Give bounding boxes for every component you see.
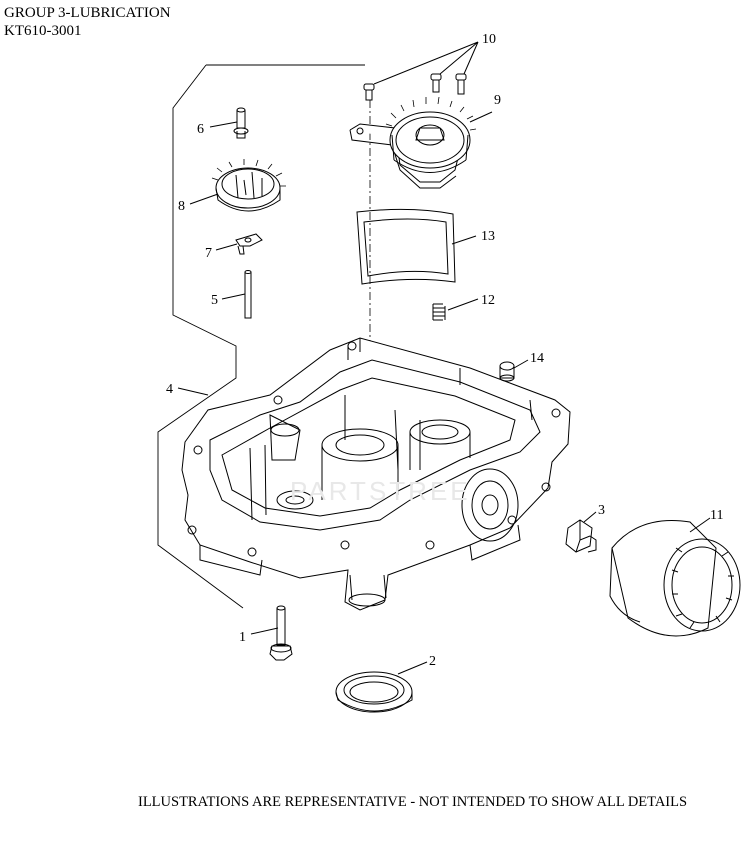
callout-3: 3 [598, 503, 605, 518]
pump-shaft[interactable] [244, 270, 252, 319]
oil-pickup-screen[interactable] [356, 208, 456, 285]
drive-gear[interactable] [211, 159, 286, 212]
callout-10: 10 [482, 32, 496, 47]
callout-11: 11 [710, 508, 723, 523]
crankshaft-seal[interactable] [335, 671, 413, 713]
watermark-text: PARTSTREE [290, 476, 471, 506]
assembly-bracket-line [157, 64, 365, 609]
oil-pan-housing[interactable] [181, 337, 571, 611]
callout-4: 4 [166, 382, 173, 397]
drain-bolt[interactable] [269, 605, 293, 661]
callout-12: 12 [481, 293, 495, 308]
callout-leader-lines [177, 41, 711, 675]
oil-pump-assembly[interactable] [349, 96, 477, 189]
callout-7: 7 [205, 246, 212, 261]
callout-14: 14 [530, 351, 544, 366]
relief-spring[interactable] [432, 303, 446, 321]
callout-2: 2 [429, 654, 436, 669]
diagram-model-code: KT610-3001 [4, 23, 82, 39]
oil-plug[interactable] [499, 361, 515, 382]
oil-filter[interactable] [609, 519, 741, 637]
diagram-group-title: GROUP 3-LUBRICATION [4, 5, 171, 21]
illustration-disclaimer: ILLUSTRATIONS ARE REPRESENTATIVE - NOT I… [138, 794, 688, 810]
callout-1: 1 [239, 630, 246, 645]
callout-9: 9 [494, 93, 501, 108]
callout-6: 6 [197, 122, 204, 137]
callout-13: 13 [481, 229, 495, 244]
callout-5: 5 [211, 293, 218, 308]
filter-adapter-fitting[interactable] [565, 519, 597, 553]
gear-pin[interactable] [233, 107, 249, 139]
pump-mounting-bolts[interactable] [363, 73, 467, 101]
tab-washer[interactable] [235, 233, 263, 255]
callout-8: 8 [178, 199, 185, 214]
